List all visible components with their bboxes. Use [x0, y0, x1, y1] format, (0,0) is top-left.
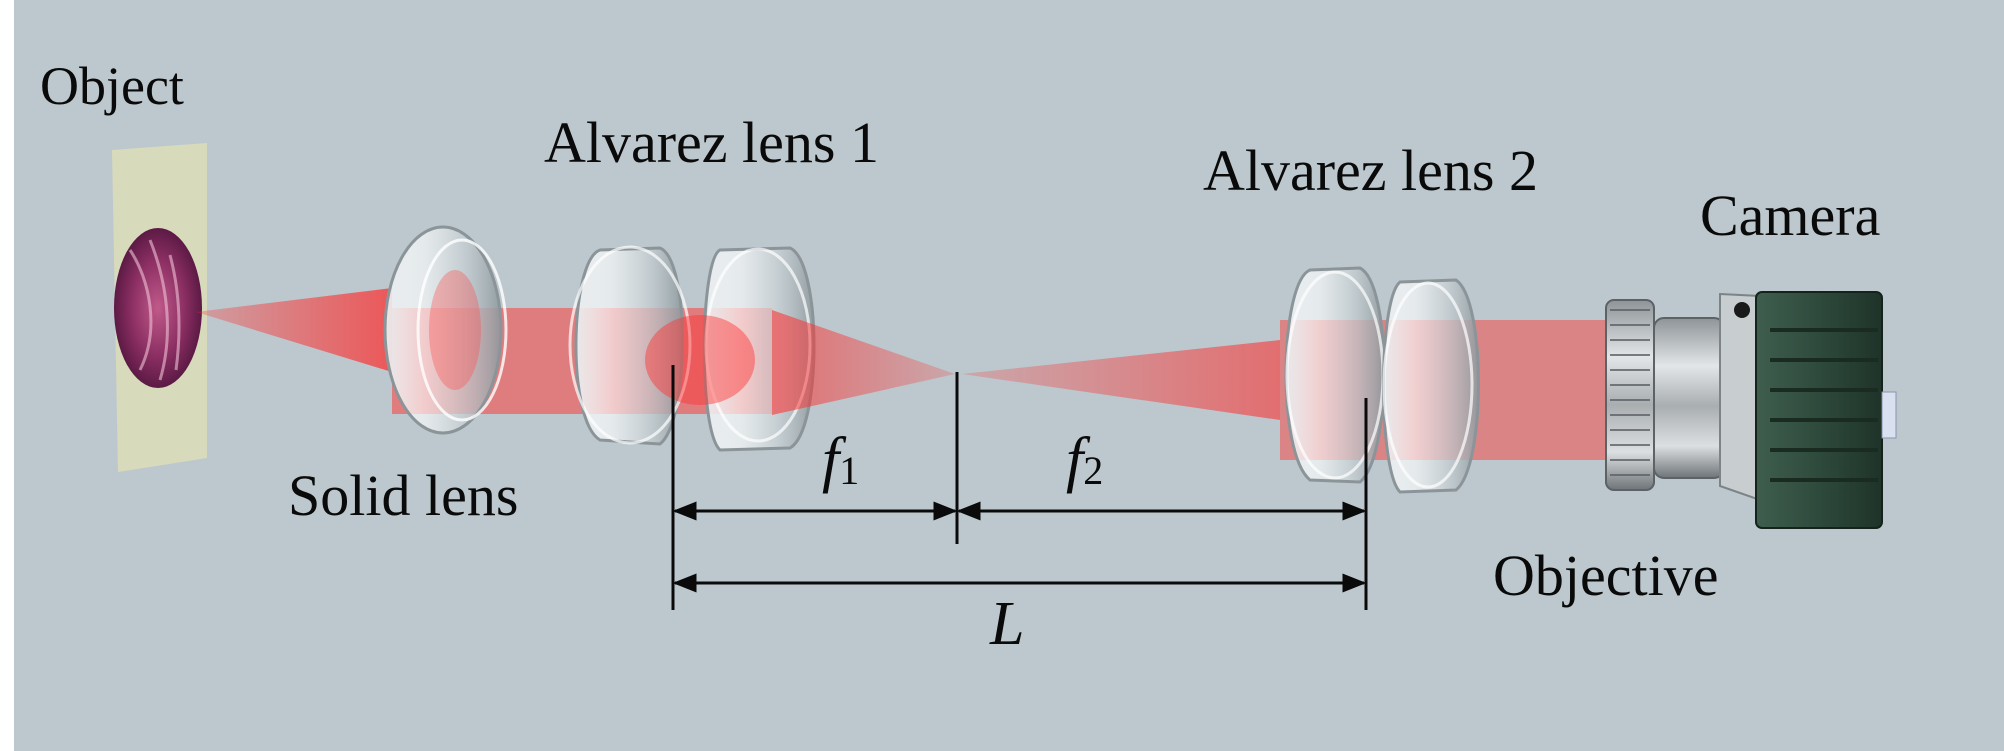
label-camera: Camera	[1700, 183, 1880, 248]
camera-connector	[1881, 391, 1897, 439]
left-margin	[0, 0, 14, 751]
alvarez-lens-2	[1284, 266, 1480, 494]
beam-diverging-2	[962, 340, 1280, 420]
f2-subscript: 2	[1083, 448, 1103, 493]
label-object: Object	[40, 56, 184, 116]
label-f1: f1	[822, 426, 859, 494]
label-alvarez-lens-2: Alvarez lens 2	[1203, 138, 1538, 203]
f1-subscript: 1	[839, 448, 859, 493]
beam-object-to-solid-lens	[196, 288, 392, 372]
beam-converging-1	[772, 310, 955, 415]
solid-lens	[383, 225, 508, 435]
camera	[1719, 291, 1897, 529]
label-alvarez-lens-1: Alvarez lens 1	[544, 110, 879, 175]
label-L: L	[989, 590, 1024, 658]
object-slide	[112, 143, 207, 472]
objective	[1605, 299, 1725, 491]
label-solid-lens: Solid lens	[288, 463, 518, 528]
camera-screw	[1734, 302, 1750, 318]
specimen-disk	[114, 228, 202, 388]
label-objective: Objective	[1493, 543, 1718, 608]
dimension-lines	[671, 365, 1368, 610]
